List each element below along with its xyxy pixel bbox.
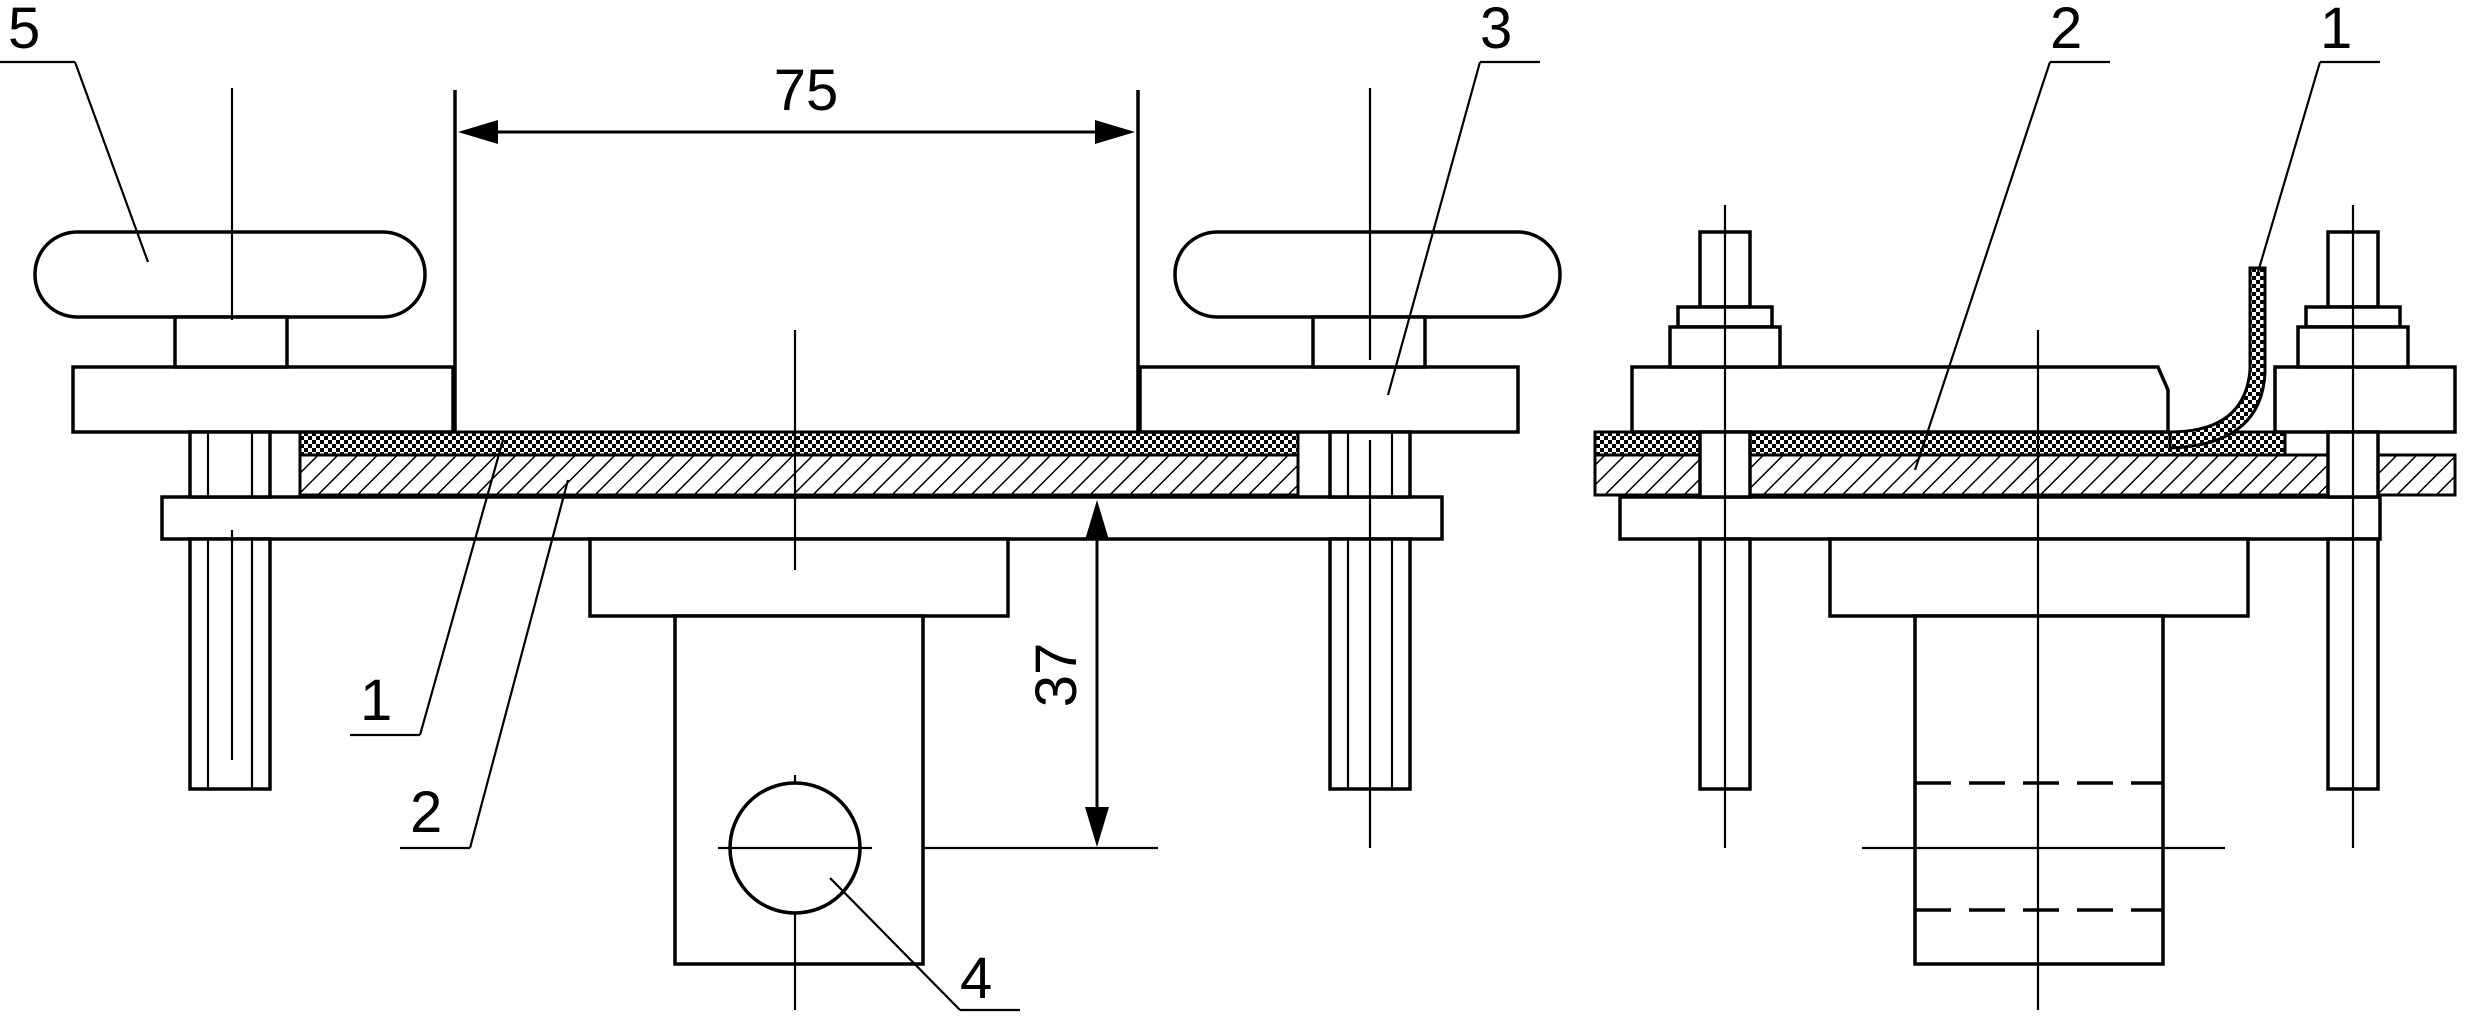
- specimen-layer-2: [298, 453, 1300, 497]
- left-view: 75 37 5 3 1: [0, 0, 1562, 1012]
- left-nut-neck: [173, 315, 289, 369]
- right-left-bolt: [1668, 205, 1782, 848]
- dimension-37: 37: [923, 500, 1158, 850]
- right-bottom-plate: [1618, 495, 2382, 541]
- callout-3-label: 3: [1480, 0, 1512, 61]
- right-clamp-bar: [1630, 365, 2170, 434]
- right-clamp-bar-far: [2273, 365, 2457, 434]
- callout-1-right-label: 1: [2320, 0, 2352, 61]
- right-stud: [1328, 430, 1412, 848]
- specimen-layer-1: [298, 430, 1300, 457]
- callout-2-left: 2: [400, 479, 570, 850]
- bent-specimen-end: [2168, 266, 2267, 450]
- callout-2-right: 2: [1913, 0, 2110, 471]
- left-clamp-bar: [71, 365, 455, 434]
- callout-3: 3: [1386, 0, 1540, 396]
- dimension-75-label: 75: [774, 58, 839, 123]
- left-stud: [188, 430, 272, 791]
- callout-5: 5: [0, 0, 150, 263]
- right-clamp-bar: [1138, 365, 1520, 434]
- bottom-plate: [160, 495, 1444, 541]
- callout-2-left-label: 2: [410, 780, 442, 845]
- right-right-bolt: [2296, 205, 2410, 848]
- callout-1-left: 1: [350, 439, 505, 737]
- callout-4-label: 4: [960, 946, 992, 1011]
- dimension-75: 75: [458, 58, 1135, 144]
- right-wing-nut: [1173, 230, 1562, 319]
- left-wing-nut: [33, 230, 427, 319]
- callout-1-left-label: 1: [360, 668, 392, 733]
- callout-4: 4: [829, 877, 1020, 1012]
- callout-1-right: 1: [2256, 0, 2380, 273]
- dimension-37-label: 37: [1024, 643, 1089, 708]
- callout-2-right-label: 2: [2050, 0, 2082, 61]
- callout-5-label: 5: [8, 0, 40, 61]
- holder-block-top: [588, 537, 1010, 618]
- right-view: 2 1: [1593, 0, 2457, 1010]
